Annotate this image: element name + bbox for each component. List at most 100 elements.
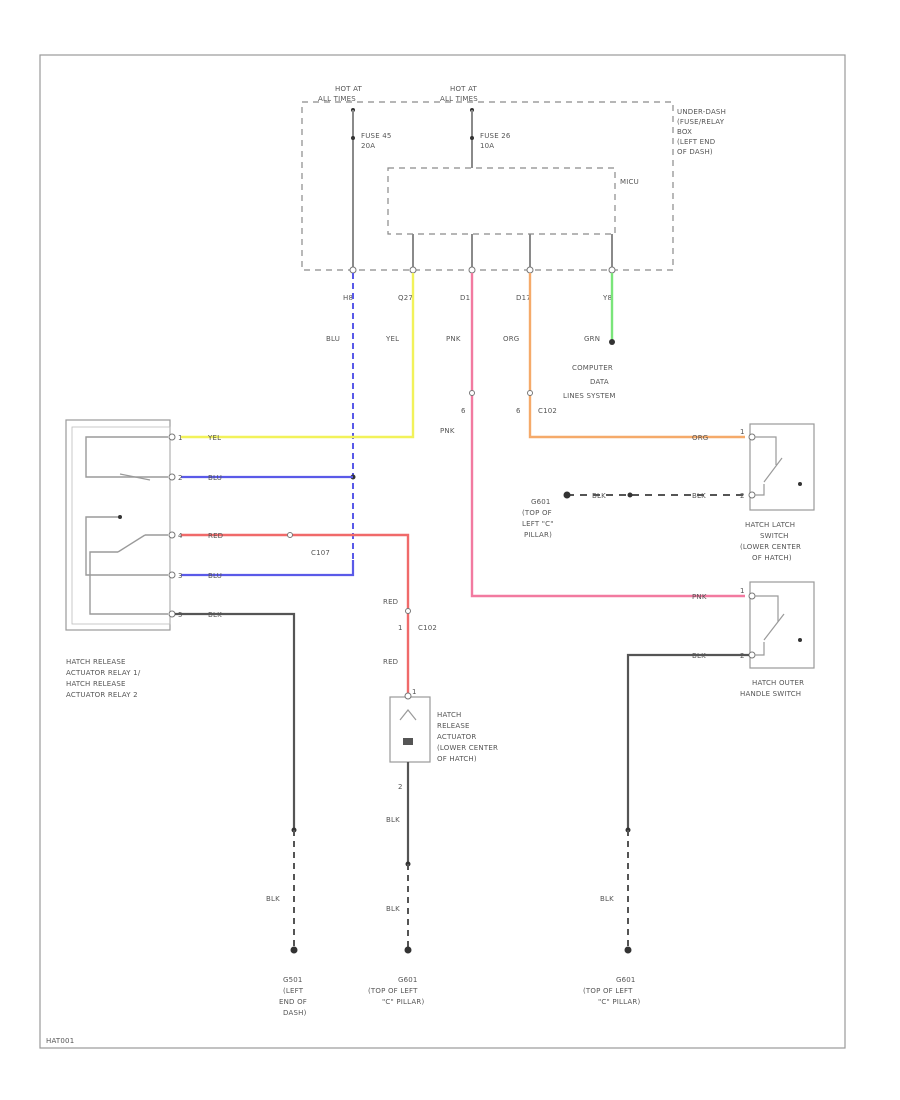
hatch-outer-handle-switch <box>748 581 815 669</box>
ground-g601-right-label: G601 (TOP OF LEFT "C" PILLAR) <box>583 976 640 1006</box>
wire-grn <box>609 273 615 345</box>
svg-text:LINES SYSTEM: LINES SYSTEM <box>563 392 616 400</box>
svg-text:LEFT "C": LEFT "C" <box>522 520 554 528</box>
svg-text:10A: 10A <box>480 142 494 150</box>
svg-text:20A: 20A <box>361 142 375 150</box>
diagram-frame <box>39 54 846 1049</box>
fuse-45: FUSE 45 20A <box>351 108 392 268</box>
svg-text:G601: G601 <box>531 498 551 506</box>
svg-text:HOT AT: HOT AT <box>335 85 363 93</box>
wire-org: 6 C102 <box>516 273 745 439</box>
svg-text:1: 1 <box>398 624 403 632</box>
svg-text:DASH): DASH) <box>283 1009 307 1017</box>
svg-text:YEL: YEL <box>207 434 221 442</box>
actuator-wire-2: BLK <box>386 905 400 913</box>
hatch-release-actuator <box>389 692 431 954</box>
wire-blk-relay-ground: BLK <box>175 612 298 954</box>
relay-label: HATCH RELEASE ACTUATOR RELAY 1/ HATCH RE… <box>66 658 141 699</box>
svg-text:6: 6 <box>516 407 521 415</box>
wire-blu <box>181 273 356 577</box>
svg-text:ORG: ORG <box>503 335 519 343</box>
svg-text:ALL TIMES: ALL TIMES <box>318 95 356 103</box>
svg-text:(TOP OF LEFT: (TOP OF LEFT <box>368 987 418 995</box>
wire-yel <box>181 273 415 439</box>
micu-label: MICU <box>620 178 639 186</box>
power-label-2: HOT AT ALL TIMES <box>440 85 478 103</box>
fuse-relay-box <box>301 101 674 271</box>
micu-leads <box>412 234 613 268</box>
relay-pin-labels: 1 YEL 2 BLU 4 RED 3 BLU 5 BLK <box>178 434 223 619</box>
svg-text:RED: RED <box>383 598 398 606</box>
outer-pin-1: 1 <box>740 587 745 595</box>
hatch-release-relay <box>65 419 176 631</box>
svg-text:RELEASE: RELEASE <box>437 722 470 730</box>
svg-text:BLU: BLU <box>208 474 222 482</box>
svg-text:ACTUATOR: ACTUATOR <box>437 733 476 741</box>
svg-text:END OF: END OF <box>279 998 307 1006</box>
svg-text:BOX: BOX <box>677 128 692 136</box>
svg-text:Y8: Y8 <box>602 294 612 302</box>
svg-text:C102: C102 <box>538 407 557 415</box>
ground-g601-center-label: G601 (TOP OF LEFT "C" PILLAR) <box>368 976 424 1006</box>
svg-text:G601: G601 <box>616 976 636 984</box>
svg-text:HOT AT: HOT AT <box>450 85 478 93</box>
svg-text:G501: G501 <box>283 976 303 984</box>
svg-text:(LOWER CENTER: (LOWER CENTER <box>437 744 498 752</box>
fuse-26: FUSE 26 10A <box>470 108 511 168</box>
svg-text:(TOP OF: (TOP OF <box>522 509 552 517</box>
svg-text:COMPUTER: COMPUTER <box>572 364 613 372</box>
svg-text:ALL TIMES: ALL TIMES <box>440 95 478 103</box>
svg-text:OF HATCH): OF HATCH) <box>752 554 792 562</box>
svg-text:OF HATCH): OF HATCH) <box>437 755 477 763</box>
svg-text:HATCH LATCH: HATCH LATCH <box>745 521 795 529</box>
svg-text:(TOP OF LEFT: (TOP OF LEFT <box>583 987 633 995</box>
hatch-latch-switch <box>748 423 815 511</box>
svg-text:YEL: YEL <box>385 335 399 343</box>
svg-text:PNK: PNK <box>440 427 455 435</box>
svg-text:FUSE 26: FUSE 26 <box>480 132 511 140</box>
latch-wire-1: ORG <box>692 434 708 442</box>
svg-text:DATA: DATA <box>590 378 609 386</box>
svg-text:"C" PILLAR): "C" PILLAR) <box>598 998 640 1006</box>
svg-text:(LEFT: (LEFT <box>283 987 304 995</box>
svg-text:FUSE 45: FUSE 45 <box>361 132 392 140</box>
svg-text:(LOWER CENTER: (LOWER CENTER <box>740 543 801 551</box>
svg-text:C102: C102 <box>418 624 437 632</box>
wire-blk-latch-ground <box>563 491 749 499</box>
svg-text:H8: H8 <box>343 294 353 302</box>
latch-switch-label: HATCH LATCH SWITCH (LOWER CENTER OF HATC… <box>740 521 801 562</box>
wire-red: C107 RED 1 C102 RED <box>181 532 437 693</box>
svg-text:GRN: GRN <box>584 335 600 343</box>
svg-text:Q27: Q27 <box>398 294 413 302</box>
svg-text:SWITCH: SWITCH <box>760 532 789 540</box>
svg-text:ACTUATOR RELAY 2: ACTUATOR RELAY 2 <box>66 691 138 699</box>
actuator-pin-2: 2 <box>398 783 403 791</box>
outer-wire-1: PNK <box>692 593 707 601</box>
actuator-wire-1: BLK <box>386 816 400 824</box>
svg-text:OF DASH): OF DASH) <box>677 148 713 156</box>
latch-ground-wire: BLK <box>592 492 606 500</box>
outer-switch-label: HATCH OUTER HANDLE SWITCH <box>740 679 804 698</box>
latch-ground-label: G601 (TOP OF LEFT "C" PILLAR) <box>522 498 554 539</box>
power-label-1: HOT AT ALL TIMES <box>318 85 363 103</box>
svg-text:(LEFT END: (LEFT END <box>677 138 715 146</box>
svg-text:(FUSE/RELAY: (FUSE/RELAY <box>677 118 725 126</box>
svg-text:BLU: BLU <box>326 335 340 343</box>
svg-text:HANDLE SWITCH: HANDLE SWITCH <box>740 690 801 698</box>
svg-text:D17: D17 <box>516 294 531 302</box>
computer-data-lines-label: COMPUTER DATA LINES SYSTEM <box>563 364 616 400</box>
svg-text:ACTUATOR RELAY 1/: ACTUATOR RELAY 1/ <box>66 669 141 677</box>
ground-g501-label: G501 (LEFT END OF DASH) <box>279 976 307 1017</box>
svg-text:UNDER-DASH: UNDER-DASH <box>677 108 726 116</box>
svg-text:4: 4 <box>178 532 183 540</box>
svg-text:HATCH OUTER: HATCH OUTER <box>752 679 804 687</box>
svg-text:3: 3 <box>178 572 183 580</box>
svg-text:C107: C107 <box>311 549 330 557</box>
fuse-box-label: UNDER-DASH (FUSE/RELAY BOX (LEFT END OF … <box>677 108 726 156</box>
footer-code: HAT001 <box>46 1037 74 1045</box>
svg-text:PILLAR): PILLAR) <box>524 531 552 539</box>
connector-pin-labels: H8 Q27 D1 D17 Y8 <box>343 294 612 302</box>
latch-pin-1: 1 <box>740 428 745 436</box>
actuator-pin-1: 1 <box>412 688 417 696</box>
